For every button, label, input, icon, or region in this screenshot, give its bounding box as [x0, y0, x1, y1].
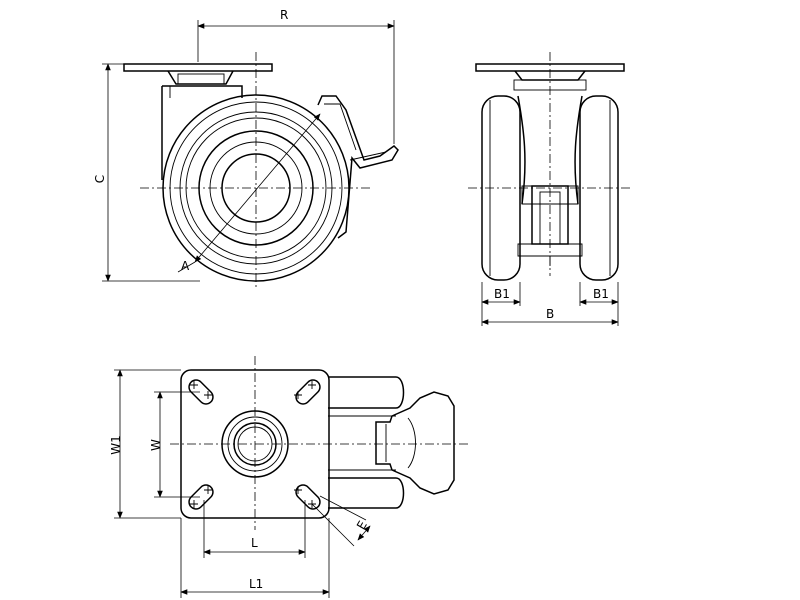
front-view [468, 52, 632, 326]
dimension-label-e: E [354, 518, 370, 532]
dimension-label-b: B [546, 307, 554, 321]
dimension-label-b1-right: B1 [593, 287, 609, 301]
dimension-label-b1-left: B1 [494, 287, 510, 301]
dimension-label-l1: L1 [249, 577, 263, 591]
dimension-label-c: C [93, 175, 107, 183]
dimension-label-r: R [280, 8, 288, 22]
dimension-label-a: A [181, 259, 190, 273]
dimension-label-w: W [149, 439, 163, 451]
dimension-label-w1: W1 [109, 435, 123, 455]
top-view [114, 356, 470, 598]
side-view [102, 20, 399, 290]
dimension-label-l: L [251, 536, 258, 550]
